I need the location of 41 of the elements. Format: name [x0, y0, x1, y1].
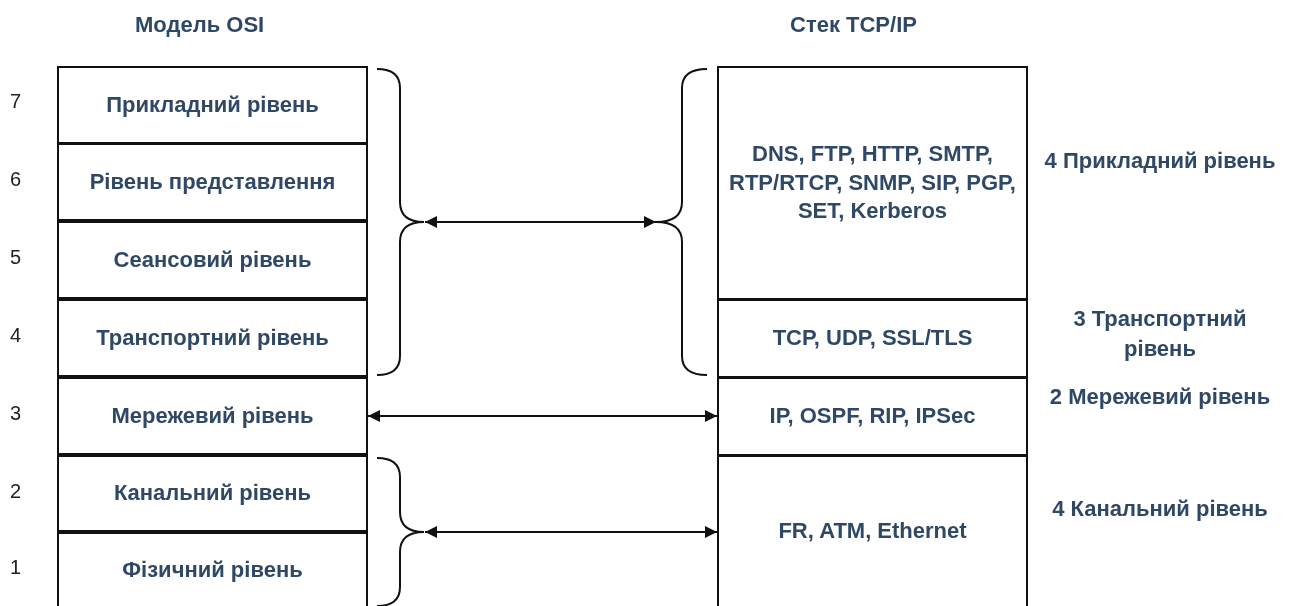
double-arrow	[367, 410, 718, 422]
layer-name: DNS, FTP, HTTP, SMTP, RTP/RTCP, SNMP, SIP, PGP, SET, Kerberos	[728, 140, 1017, 226]
layer-name: IP, OSPF, RIP, IPSec	[769, 402, 976, 431]
column-heading: Стек TCP/IP	[790, 12, 917, 38]
layer-name: Фізичний рівень	[122, 555, 303, 584]
layer-box	[717, 66, 1028, 300]
layer-box	[57, 66, 368, 144]
curly-brace	[376, 68, 424, 376]
layer-name: Канальний рівень	[113, 479, 312, 508]
layer-number: 6	[10, 168, 23, 191]
layer-box	[717, 377, 1028, 456]
layer-number: 3	[10, 402, 23, 425]
column-heading: Модель OSI	[135, 12, 265, 38]
layer-label: 4 Прикладний рівень	[1043, 147, 1277, 175]
layer-box	[57, 532, 368, 606]
layer-box	[57, 377, 368, 455]
layer-number: 4	[10, 324, 23, 347]
layer-label: 3 Транспортний рівень	[1072, 305, 1248, 363]
layer-name: FR, ATM, Ethernet	[778, 517, 967, 546]
layer-name: Транспортний рівень	[96, 323, 329, 352]
layer-number: 2	[10, 480, 23, 503]
layer-box	[717, 299, 1028, 378]
layer-name: TCP, UDP, SSL/TLS	[772, 324, 973, 353]
layer-box	[57, 143, 368, 221]
layer-number: 7	[10, 90, 23, 113]
layer-number: 1	[10, 556, 23, 579]
layer-box	[57, 221, 368, 299]
curly-brace	[376, 457, 424, 606]
layer-name: Прикладний рівень	[106, 90, 319, 119]
layer-name: Сеансовий рівень	[113, 245, 312, 274]
layer-name: Рівень представлення	[89, 167, 336, 196]
layer-box	[57, 299, 368, 377]
double-arrow	[424, 526, 718, 538]
curly-brace	[656, 68, 708, 376]
layer-box	[57, 455, 368, 532]
layer-number: 5	[10, 246, 23, 269]
double-arrow	[424, 216, 657, 228]
layer-name: Мережевий рівень	[111, 401, 314, 430]
layer-label: 4 Канальний рівень	[1051, 495, 1269, 523]
layer-box	[717, 455, 1028, 606]
layer-label: 2 Мережевий рівень	[1048, 383, 1272, 411]
